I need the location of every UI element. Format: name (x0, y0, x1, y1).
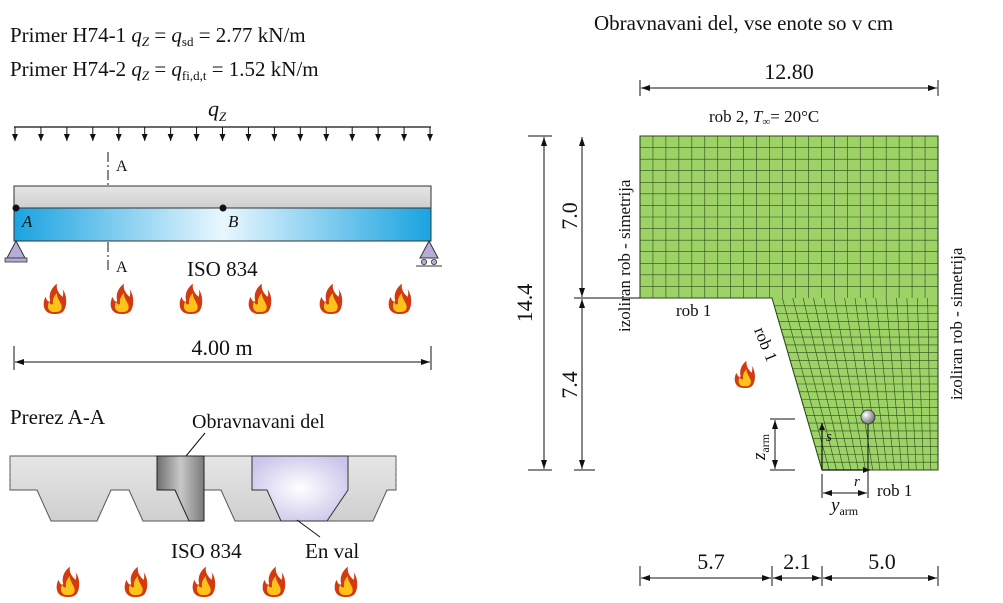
point-a-dot (12, 204, 20, 212)
axis-r-label: r (854, 474, 860, 490)
flame-icon (43, 283, 67, 314)
upper-height-label: 7.0 (557, 202, 582, 230)
section-mark-top: A (116, 158, 128, 175)
flame-icon (56, 566, 80, 597)
bottom-dim-label-2: 2.1 (783, 549, 811, 574)
right-panel-title: Obravnavani del, vse enote so v cm (594, 11, 893, 35)
distributed-load-arrows (12, 126, 433, 141)
mesh-line (813, 297, 852, 471)
bottom-dim-label-3: 5.0 (868, 549, 896, 574)
edge1-bottom-label: rob 1 (877, 481, 912, 500)
considered-part-leader (185, 432, 206, 457)
point-b-label: B (228, 212, 239, 231)
wave-leader (296, 519, 321, 538)
flame-icon (124, 566, 148, 597)
edge1-slanted-label: rob 1 (750, 324, 781, 364)
axis-s-label: s (826, 429, 832, 445)
mesh-line (916, 297, 924, 471)
left-support (4, 239, 28, 263)
mesh-line (802, 297, 845, 471)
wave-part-shape (251, 455, 349, 522)
flame-icon (262, 566, 286, 597)
bottom-dim-label-1: 5.7 (697, 549, 725, 574)
mesh-line (906, 297, 917, 471)
point-b-dot (219, 204, 227, 212)
mesh-line (854, 297, 881, 471)
span-dimension-label: 4.00 m (191, 335, 252, 360)
considered-part-label: Obravnavani del (192, 411, 325, 433)
beam-web (13, 207, 432, 242)
mesh-line (833, 297, 866, 471)
flame-icon (248, 283, 272, 314)
side-flame-icon (734, 360, 755, 388)
point-a-label: A (21, 212, 33, 231)
considered-part-shape (156, 455, 205, 522)
lower-height-label: 7.4 (557, 371, 582, 399)
mesh-line (823, 297, 859, 471)
load-case-texts: Primer H74-1 qZ = qsd = 2.77 kN/m Primer… (10, 23, 319, 83)
beam-flame-row (43, 283, 412, 314)
section-mark-bottom: A (116, 259, 128, 276)
mesh-line (875, 297, 895, 471)
edge2-label: rob 2, T∞= 20°C (709, 107, 819, 128)
flame-icon (388, 283, 412, 314)
flame-icon (110, 283, 134, 314)
flame-icon (734, 360, 755, 388)
insulated-right-label: izoliran rob - simetrija (947, 247, 966, 400)
mesh-line (865, 297, 888, 471)
mesh-line (885, 297, 903, 471)
wave-label: En val (305, 539, 359, 563)
section-fire-curve-label: ISO 834 (171, 539, 242, 563)
flame-icon (192, 566, 216, 597)
section-title: Prerez A-A (10, 405, 106, 429)
mesh-line (927, 297, 932, 471)
insulated-left-label: izoliran rob - simetrija (615, 179, 634, 332)
rebar-point (860, 409, 876, 425)
flame-icon (319, 283, 343, 314)
mesh-line (896, 297, 910, 471)
total-height-label: 14.4 (512, 284, 537, 323)
section-flame-row (56, 566, 358, 597)
load-case-2-text: Primer H74-2 qZ = qfi,d,t = 1.52 kN/m (10, 57, 319, 83)
load-case-1-text: Primer H74-1 qZ = qsd = 2.77 kN/m (10, 23, 306, 49)
fe-mesh (639, 135, 939, 471)
top-width-label: 12.80 (764, 59, 814, 84)
edge1-horizontal-label: rob 1 (676, 301, 711, 320)
distributed-load-label: qZ (208, 96, 227, 124)
mesh-line (792, 297, 837, 471)
flame-icon (179, 283, 203, 314)
right-support (416, 239, 442, 267)
beam-fire-curve-label: ISO 834 (187, 257, 258, 281)
z-arm-label: zarm (749, 433, 772, 461)
flame-icon (334, 566, 358, 597)
y-arm-label: yarm (829, 495, 859, 518)
